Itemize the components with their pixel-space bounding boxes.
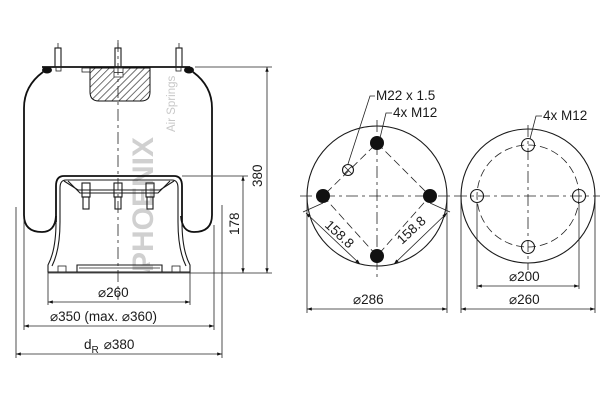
height-dims: 380 178 bbox=[48, 66, 272, 274]
watermark-brand: PHOENIX bbox=[127, 137, 160, 272]
top-plate-view: M22 x 1.5 4x M12 158.8 158.8 ⌀286 bbox=[300, 88, 455, 313]
piston bbox=[47, 175, 191, 273]
dim-clearance-dia: dR⌀380 bbox=[84, 337, 134, 356]
bead-right bbox=[184, 66, 194, 74]
bolt-pattern-diamond bbox=[322, 142, 431, 257]
label-top-bolts: 4x M12 bbox=[393, 105, 437, 120]
dim-height-piston: 178 bbox=[227, 212, 242, 235]
bead-left bbox=[42, 66, 52, 74]
top-bolt-holes bbox=[316, 136, 437, 263]
bottom-plate-view: 4x M12 ⌀200 ⌀260 bbox=[455, 108, 600, 313]
label-spacing-right: 158.8 bbox=[394, 213, 429, 247]
label-air-connection: M22 x 1.5 bbox=[376, 88, 435, 103]
label-bottom-bolts: 4x M12 bbox=[543, 108, 587, 123]
phoenix-watermark: PHOENIX Air Springs bbox=[127, 76, 178, 272]
side-view: 380 178 ⌀260 ⌀350 (max. ⌀360) dR⌀380 bbox=[15, 40, 272, 358]
diameter-dims: ⌀260 ⌀350 (max. ⌀360) dR⌀380 bbox=[15, 207, 223, 358]
bump-stop bbox=[89, 67, 151, 102]
watermark-subtitle: Air Springs bbox=[166, 76, 178, 132]
label-bottom-plate-dia: ⌀260 bbox=[509, 292, 540, 307]
dim-body-dia: ⌀350 (max. ⌀360) bbox=[50, 309, 157, 324]
dim-height-total: 380 bbox=[250, 164, 265, 187]
piston-bolts bbox=[81, 182, 155, 210]
bottom-bolt-holes bbox=[469, 137, 587, 255]
label-spacing-left: 158.8 bbox=[322, 217, 357, 251]
bellow bbox=[23, 71, 57, 233]
air-connection-icon bbox=[341, 163, 355, 177]
dim-piston-dia: ⌀260 bbox=[98, 285, 129, 300]
label-bolt-circle-dia: ⌀200 bbox=[509, 269, 540, 284]
label-top-plate-dia: ⌀286 bbox=[353, 292, 384, 307]
